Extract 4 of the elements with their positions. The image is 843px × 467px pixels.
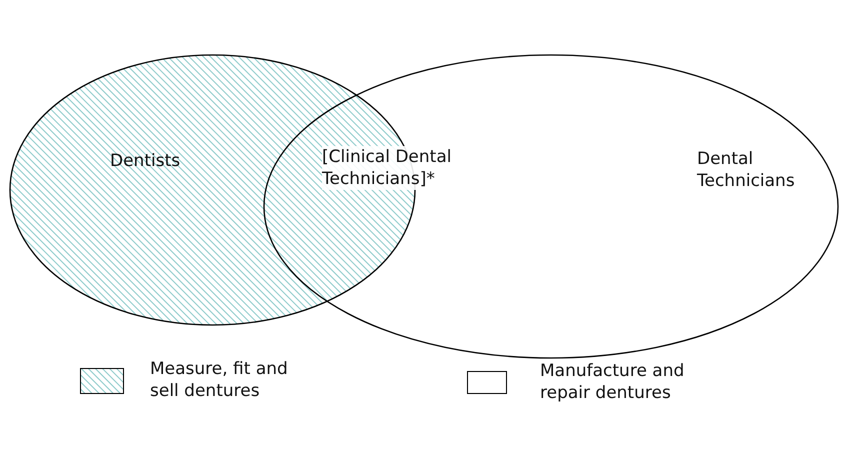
legend-label: Measure, fit and sell dentures (150, 358, 289, 402)
legend-label: Manufacture and repair dentures (540, 360, 686, 404)
set-label: Dental Technicians (697, 148, 796, 192)
set-label: Dentists (110, 150, 182, 172)
